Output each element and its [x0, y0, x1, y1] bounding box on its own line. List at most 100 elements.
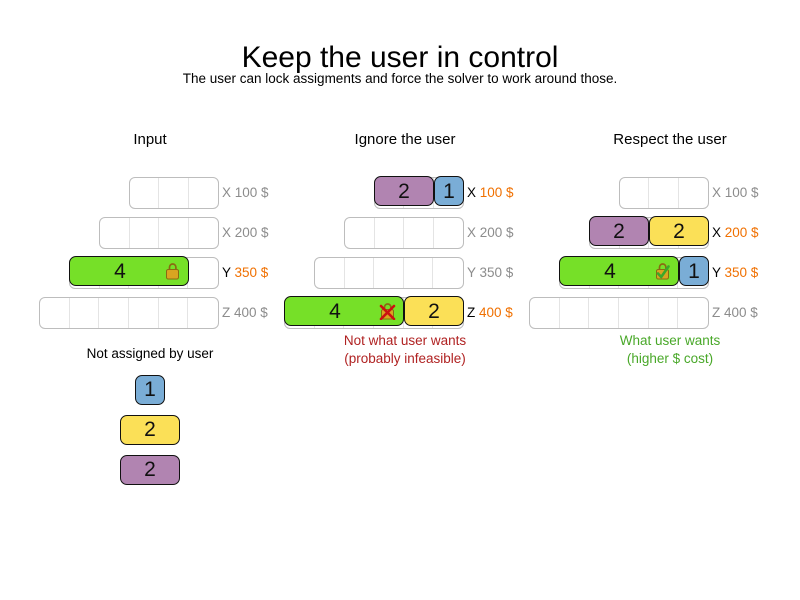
column-title-input: Input [133, 131, 167, 148]
assignment-chip[interactable]: 1 [434, 176, 464, 206]
chip-value: 1 [443, 179, 455, 203]
row-track[interactable] [314, 257, 464, 289]
track-slot[interactable] [678, 298, 708, 328]
unassigned-chip-list: 1 2 2 [20, 375, 280, 485]
assignment-row: 4 2 Z 400 $ [284, 293, 555, 333]
row-label-cost: 200 $ [479, 225, 514, 240]
track-slot[interactable] [130, 218, 159, 248]
track-slot[interactable] [433, 258, 463, 288]
row-track[interactable] [344, 217, 464, 249]
row-track[interactable] [99, 217, 219, 249]
row-label: Y 350 $ [467, 264, 553, 282]
unassigned-pool: Not assigned by user 1 2 2 [20, 345, 280, 485]
row-label-cost: 100 $ [479, 185, 514, 200]
track-slot[interactable] [375, 218, 404, 248]
track-slot[interactable] [100, 218, 130, 248]
assignment-chip[interactable]: 2 [589, 216, 649, 246]
lock-respected-icon[interactable] [654, 262, 671, 280]
track-slot[interactable] [345, 258, 375, 288]
track-slot[interactable] [649, 298, 679, 328]
row-track[interactable] [619, 177, 709, 209]
assignment-chip[interactable]: 4 [69, 256, 189, 286]
assignment-chip[interactable]: 2 [404, 296, 464, 326]
chip-value: 4 [114, 259, 126, 283]
row-label-name: X [712, 185, 725, 200]
row-label-name: Z [712, 305, 724, 320]
assignment-row: X 100 $ [20, 173, 290, 213]
row-label-name: X [712, 225, 725, 240]
track-slot[interactable] [434, 218, 463, 248]
row-label-cost: 200 $ [724, 225, 759, 240]
rows-input: X 100 $ X 200 $ 4 Y 350 $ Z 400 $ [20, 173, 290, 333]
track-slot[interactable] [530, 298, 560, 328]
row-label-cost: 350 $ [724, 265, 759, 280]
row-label-cost: 100 $ [724, 185, 759, 200]
track-slot[interactable] [99, 298, 130, 328]
assignment-chip[interactable]: 1 [679, 256, 709, 286]
row-label-name: Y [222, 265, 235, 280]
track-slot[interactable] [345, 218, 375, 248]
assignment-chip[interactable]: 4 [559, 256, 679, 286]
assignment-row: Z 400 $ [20, 293, 290, 333]
row-label-name: Z [467, 305, 479, 320]
track-slot[interactable] [159, 218, 189, 248]
lock-icon[interactable] [164, 262, 181, 280]
assignment-row: X 100 $ [550, 173, 800, 213]
row-label-name: Y [712, 265, 725, 280]
unassigned-chip[interactable]: 1 [135, 375, 165, 405]
track-slot[interactable] [404, 258, 434, 288]
unassigned-chip[interactable]: 2 [120, 455, 180, 485]
lock-violated-icon[interactable] [379, 302, 396, 321]
assignment-chip[interactable]: 4 [284, 296, 404, 326]
row-label-cost: 400 $ [479, 305, 513, 320]
track-slot[interactable] [129, 298, 159, 328]
track-slot[interactable] [159, 298, 189, 328]
track-slot[interactable] [619, 298, 649, 328]
track-slot[interactable] [315, 258, 345, 288]
assignment-row: X 200 $ [20, 213, 290, 253]
track-slot[interactable] [130, 178, 160, 208]
chip-value: 4 [329, 299, 341, 323]
row-track[interactable] [129, 177, 219, 209]
assignment-chip[interactable]: 2 [374, 176, 434, 206]
track-slot[interactable] [560, 298, 590, 328]
row-label: X 200 $ [467, 224, 553, 242]
row-label: X 100 $ [467, 184, 553, 202]
assignment-chip[interactable]: 2 [649, 216, 709, 246]
track-slot[interactable] [649, 178, 679, 208]
track-slot[interactable] [40, 298, 70, 328]
track-slot[interactable] [589, 298, 620, 328]
row-label: Y 350 $ [222, 264, 288, 282]
row-track[interactable] [39, 297, 219, 329]
track-slot[interactable] [374, 258, 404, 288]
chip-value: 2 [398, 179, 410, 203]
track-slot[interactable] [189, 218, 218, 248]
row-label: Z 400 $ [712, 304, 798, 322]
chip-value: 2 [428, 299, 440, 323]
unassigned-chip[interactable]: 2 [120, 415, 180, 445]
unassigned-pool-title: Not assigned by user [86, 346, 214, 361]
track-slot[interactable] [159, 178, 189, 208]
track-slot[interactable] [679, 178, 708, 208]
row-label: X 100 $ [222, 184, 288, 202]
chip-value: 1 [688, 259, 700, 283]
track-slot[interactable] [188, 298, 218, 328]
track-slot[interactable] [70, 298, 100, 328]
row-label: X 200 $ [222, 224, 288, 242]
track-slot[interactable] [188, 258, 218, 288]
row-label-name: Z [222, 305, 234, 320]
track-slot[interactable] [404, 218, 434, 248]
page-title: Keep the user in control [241, 41, 559, 75]
column-title-respect: Respect the user [613, 131, 727, 148]
row-label: X 200 $ [712, 224, 798, 242]
track-slot[interactable] [189, 178, 218, 208]
track-slot[interactable] [620, 178, 650, 208]
row-label: Z 400 $ [222, 304, 288, 322]
row-track[interactable] [529, 297, 709, 329]
assignment-row: 4 Y 350 $ [20, 253, 290, 293]
row-label: Y 350 $ [712, 264, 798, 282]
chip-value: 4 [604, 259, 616, 283]
row-label-name: Y [467, 265, 480, 280]
